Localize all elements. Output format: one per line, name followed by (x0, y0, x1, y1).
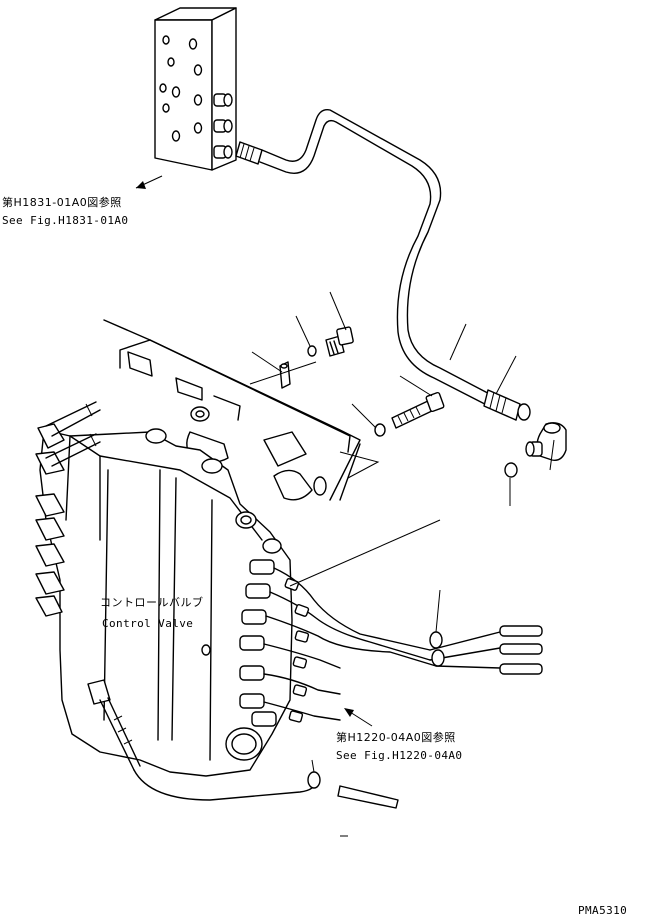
drain-hose (133, 769, 399, 809)
ref-bottom-ja: 第H1220-04A0図参照 (336, 731, 456, 744)
control-valve-en: Control Valve (102, 617, 194, 630)
ref-bottom-en: See Fig.H1220-04A0 (336, 749, 463, 762)
figure-code: PMA5310 (578, 904, 628, 917)
bolt-lower (374, 391, 445, 437)
clip (279, 361, 291, 389)
control-valve-ja: コントロールバルブ (100, 596, 204, 609)
hydraulic-hose (259, 109, 531, 421)
o-ring (504, 462, 518, 478)
hose-fitting-top (235, 141, 263, 165)
ref-top-en: See Fig.H1831-01A0 (2, 214, 129, 227)
pilot-hoses (263, 567, 543, 723)
leader-lines (135, 175, 555, 837)
elbow-fitting (525, 422, 567, 461)
manifold-block (154, 7, 237, 171)
ref-top-ja: 第H1831-01A0図参照 (2, 196, 122, 209)
bolt-upper (307, 326, 354, 357)
control-valve (35, 401, 293, 777)
